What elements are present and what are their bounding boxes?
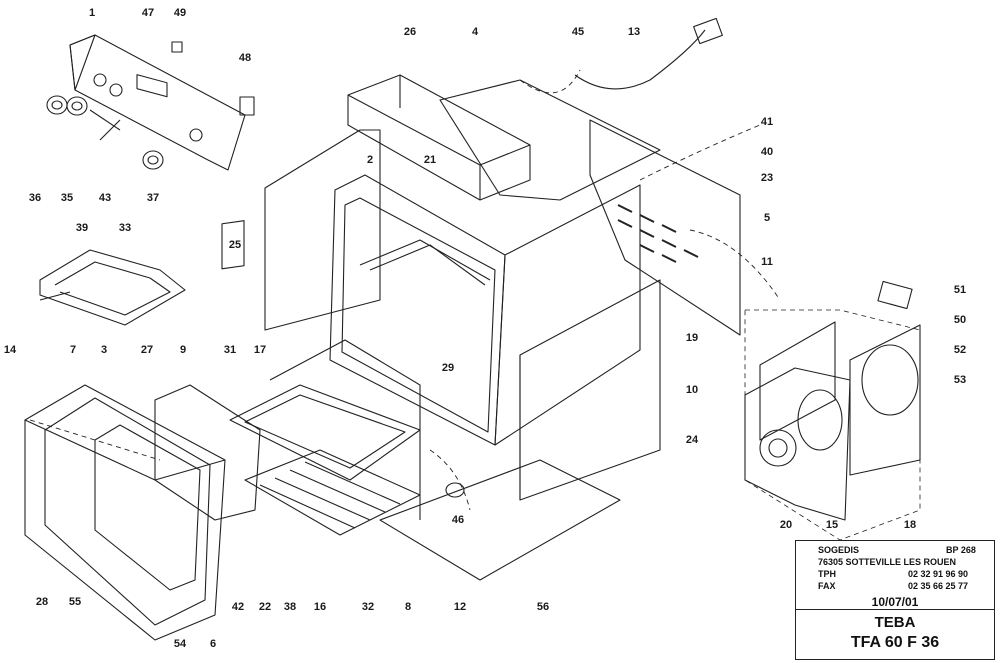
part-label-6: 6 — [209, 638, 217, 650]
part-label-15: 15 — [825, 519, 839, 531]
part-label-4: 4 — [471, 26, 479, 38]
title-block: SOGEDIS BP 268 76305 SOTTEVILLE LES ROUE… — [795, 540, 995, 660]
part-label-48: 48 — [238, 52, 252, 64]
part-label-27: 27 — [140, 344, 154, 356]
part-label-8: 8 — [404, 601, 412, 613]
inner-glass — [154, 384, 261, 521]
part-label-51: 51 — [953, 284, 967, 296]
part-label-36: 36 — [28, 192, 42, 204]
tph-label: TPH — [818, 569, 836, 579]
oven-door — [24, 384, 226, 641]
plug — [693, 17, 723, 45]
part-label-16: 16 — [313, 601, 327, 613]
part-label-7: 7 — [69, 344, 77, 356]
oven-cavity — [329, 174, 641, 446]
connector-48 — [239, 96, 255, 116]
part-label-14: 14 — [3, 344, 17, 356]
part-label-53: 53 — [953, 374, 967, 386]
thermostat-25 — [221, 220, 245, 270]
wire-rack — [244, 449, 421, 536]
bottom-plate — [379, 459, 621, 581]
side-rail — [269, 339, 421, 520]
part-label-10: 10 — [685, 384, 699, 396]
lamp-46 — [445, 482, 465, 498]
part-label-25: 25 — [228, 239, 242, 251]
fan-assembly — [744, 280, 921, 521]
company-city: 76305 SOTTEVILLE LES ROUEN — [818, 557, 957, 567]
part-label-38: 38 — [283, 601, 297, 613]
power-cable — [574, 29, 706, 90]
part-label-11: 11 — [761, 256, 773, 268]
fan-dashed-outline — [744, 309, 921, 541]
model-number: TFA 60 F 36 — [850, 634, 940, 651]
back-panel — [589, 119, 741, 336]
part-label-46: 46 — [451, 514, 465, 526]
part-label-20: 20 — [779, 519, 793, 531]
part-label-40: 40 — [760, 146, 774, 158]
part-label-21: 21 — [423, 154, 437, 166]
part-label-9: 9 — [179, 344, 187, 356]
part-label-2: 2 — [366, 154, 374, 166]
part-label-13: 13 — [627, 26, 641, 38]
part-label-28: 28 — [35, 596, 49, 608]
fax-label: FAX — [818, 581, 836, 591]
part-label-22: 22 — [258, 601, 272, 613]
baking-tray — [229, 384, 421, 481]
part-label-33: 33 — [118, 222, 132, 234]
part-label-47: 47 — [141, 7, 155, 19]
part-label-17: 17 — [253, 344, 267, 356]
right-side-panel — [519, 279, 661, 501]
part-label-55: 55 — [68, 596, 82, 608]
part-label-12: 12 — [453, 601, 467, 613]
part-label-5: 5 — [763, 212, 771, 224]
part-label-52: 52 — [953, 344, 967, 356]
part-label-42: 42 — [231, 601, 245, 613]
part-label-18: 18 — [903, 519, 917, 531]
top-plate — [439, 79, 661, 201]
part-label-35: 35 — [60, 192, 74, 204]
bp-number: BP 268 — [946, 545, 976, 555]
part-label-19: 19 — [685, 332, 699, 344]
part-label-43: 43 — [98, 192, 112, 204]
part-label-23: 23 — [760, 172, 774, 184]
grill-element — [39, 249, 186, 326]
part-label-39: 39 — [75, 222, 89, 234]
brand-name: TEBA — [874, 614, 916, 631]
part-label-41: 41 — [760, 116, 774, 128]
part-label-54: 54 — [173, 638, 187, 650]
part-label-26: 26 — [403, 26, 417, 38]
part-label-3: 3 — [100, 344, 108, 356]
control-panel — [69, 34, 246, 171]
tph-value: 02 32 91 96 90 — [908, 569, 969, 579]
part-label-1: 1 — [88, 7, 96, 19]
part-label-49: 49 — [173, 7, 187, 19]
part-label-50: 50 — [953, 314, 967, 326]
fax-value: 02 35 66 25 77 — [908, 581, 969, 591]
company-name: SOGEDIS — [818, 545, 860, 555]
part-label-45: 45 — [571, 26, 585, 38]
wiring-dashed — [29, 69, 781, 511]
document-date: 10/07/01 — [871, 595, 919, 609]
part-label-29: 29 — [441, 362, 455, 374]
title-divider — [796, 609, 994, 610]
left-side-panel — [264, 129, 381, 331]
part-label-56: 56 — [536, 601, 550, 613]
part-label-31: 31 — [223, 344, 237, 356]
top-cover — [347, 74, 531, 201]
part-label-32: 32 — [361, 601, 375, 613]
part-label-37: 37 — [146, 192, 160, 204]
part-label-24: 24 — [685, 434, 699, 446]
control-knobs — [46, 95, 164, 170]
